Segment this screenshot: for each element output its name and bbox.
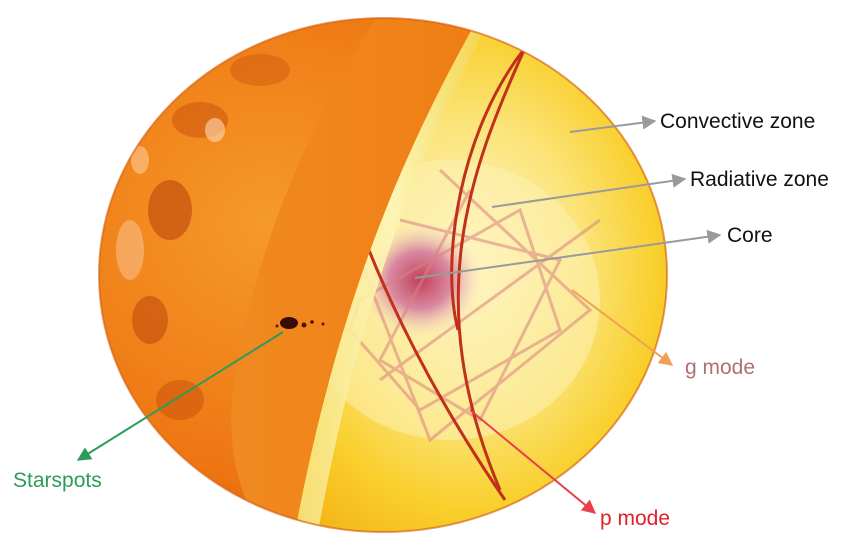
label-core: Core [727, 224, 773, 247]
cut-rim [295, 20, 490, 532]
g-mode-pointer [571, 289, 674, 366]
label-radiative-zone: Radiative zone [690, 168, 829, 191]
starspot [275, 317, 325, 329]
label-p-mode: p mode [600, 507, 671, 530]
surface-granulation [116, 54, 290, 420]
p-mode-pointer [469, 409, 597, 514]
cut-face [231, 18, 478, 532]
radiative-zone-pointer [491, 173, 687, 208]
core-pointer [414, 229, 722, 279]
label-convective-zone: Convective zone [660, 110, 816, 133]
convective-zone-pointer [569, 115, 657, 133]
label-g-mode: g mode [685, 356, 756, 379]
starspots-pointer [76, 331, 284, 461]
label-starspots: Starspots [13, 469, 102, 492]
star-body [98, 17, 668, 533]
p-mode-rays [363, 47, 527, 501]
